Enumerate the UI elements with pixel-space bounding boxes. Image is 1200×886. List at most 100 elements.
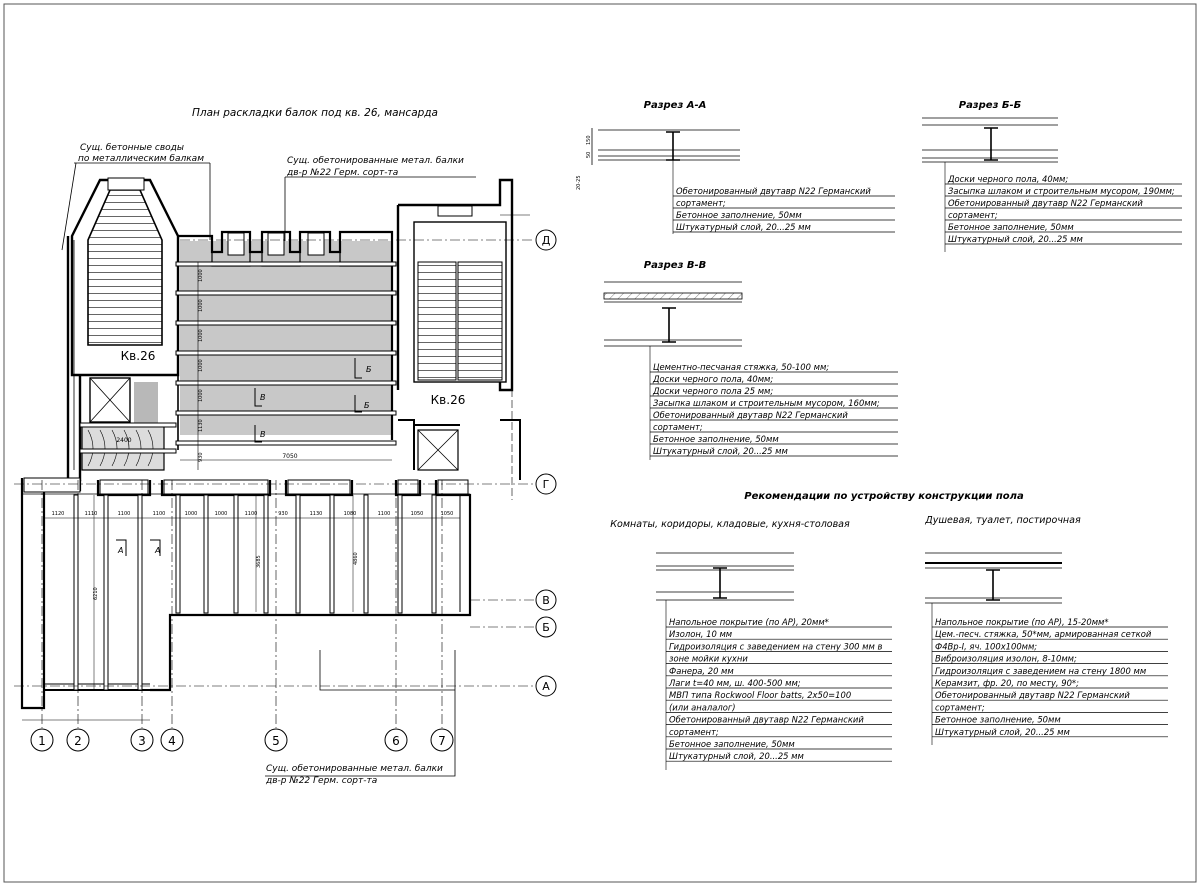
layer-line: Обетонированный двутавр N22 Германский xyxy=(935,690,1130,700)
note-beams-top-line2: дв-р №22 Герм. сорт-та xyxy=(286,168,398,178)
beams-horizontal xyxy=(79,261,397,454)
wet-floor-drawing xyxy=(925,552,1062,604)
layer-line: Штукатурный слой, 20...25 мм xyxy=(676,222,811,232)
note-beams-bottom-line2: дв-р №22 Герм. сорт-та xyxy=(265,776,377,786)
dim-vertical: 1000 xyxy=(198,329,204,342)
dim-bottom: 930 xyxy=(278,511,288,517)
axis-label-7: 7 xyxy=(438,734,446,748)
section-aa-drawing xyxy=(591,128,740,165)
dim-bottom: 1000 xyxy=(215,511,228,517)
layer-line: Обетонированный двутавр N22 Германский xyxy=(948,198,1143,208)
dim-vertical: 930 xyxy=(198,452,204,462)
layer-line: Доски черного пола, 40мм; xyxy=(652,374,773,384)
layer-line: Бетонное заполнение, 50мм xyxy=(669,739,795,749)
section-vv-drawing xyxy=(603,281,743,347)
dim-7050: 7050 xyxy=(282,453,297,460)
section-aa-title: Разрез А-А xyxy=(644,100,707,111)
layer-line: Штукатурный слой, 20...25 мм xyxy=(935,727,1070,737)
layer-line: Ф4Вр-I, яч. 100х100мм; xyxy=(935,641,1037,651)
layer-line: МВП типа Rockwool Floor batts, 2х50=100 xyxy=(669,690,851,700)
axis-label-d: Д xyxy=(542,234,551,247)
layer-line: Бетонное заполнение, 50мм xyxy=(935,715,1061,725)
rooms-floor-layers: Напольное покрытие (по АР), 20мм*Изолон,… xyxy=(666,617,892,762)
section-mark-v: В xyxy=(260,393,266,402)
axis-lines xyxy=(14,239,535,728)
dim-vertical: 1130 xyxy=(198,419,204,432)
room-hatch-area xyxy=(180,241,393,435)
layer-line: Бетонное заполнение, 50мм xyxy=(948,222,1074,232)
axis-label-b: Б xyxy=(542,621,550,634)
apartment-label-left: Кв.26 xyxy=(121,349,156,363)
layer-line: Доски черного пола, 40мм; xyxy=(947,174,1068,184)
layer-line: Обетонированный двутавр N22 Германский xyxy=(653,410,848,420)
wet-title: Душевая, туалет, постирочная xyxy=(924,515,1081,526)
dim-vertical: 1000 xyxy=(198,299,204,312)
layer-line: сортамент; xyxy=(653,422,703,432)
layer-line: Гидроизоляция с заведением на стену 1800… xyxy=(935,666,1146,676)
note-vaults-line2: по металлическим балкам xyxy=(78,154,204,164)
wet-floor-layers: Напольное покрытие (по АР), 15-20мм*Цем.… xyxy=(932,617,1168,738)
dim-bottom: 1000 xyxy=(185,511,198,517)
layer-line: Керамзит, фр. 20, по месту, 90*; xyxy=(935,678,1079,688)
layer-line: Изолон, 10 мм xyxy=(669,629,732,639)
dim-bottom: 1100 xyxy=(378,511,391,517)
layer-line: сортамент; xyxy=(935,702,985,712)
dim-vertical: 1000 xyxy=(198,389,204,402)
dim-bottom: 1100 xyxy=(153,511,166,517)
sheet-frame xyxy=(3,3,1197,883)
dim-3685: 3685 xyxy=(256,555,262,568)
section-mark-b: Б xyxy=(364,401,370,410)
dim-bottom: 1050 xyxy=(441,511,454,517)
layer-line: Засыпка шлаком и строительным мусором, 1… xyxy=(948,186,1175,196)
layer-line: сортамент; xyxy=(676,198,726,208)
rooms-floor-drawing xyxy=(656,552,794,601)
layer-line: Фанера, 20 мм xyxy=(669,666,734,676)
section-mark-v: В xyxy=(260,430,266,439)
note-beams-bottom-line1: Сущ. обетонированные метал. балки xyxy=(266,764,443,774)
section-bb-drawing xyxy=(922,117,1058,163)
layer-line: Штукатурный слой, 20...25 мм xyxy=(653,446,788,456)
section-bb-title: Разрез Б-Б xyxy=(959,100,1022,111)
axis-label-4: 4 xyxy=(168,734,176,748)
layer-line: Засыпка шлаком и строительным мусором, 1… xyxy=(653,398,880,408)
layer-line: Обетонированный двутавр N22 Германский xyxy=(669,715,864,725)
layer-line: Гидроизоляция с заведением на стену 300 … xyxy=(669,641,882,651)
note-vaults-line1: Сущ. бетонные своды xyxy=(80,143,184,153)
dim-bottom: 1100 xyxy=(245,511,258,517)
dim-vertical: 1000 xyxy=(198,359,204,372)
dim-bottom: 1050 xyxy=(411,511,424,517)
layer-line: сортамент; xyxy=(948,210,998,220)
dim-2400: 2400 xyxy=(116,437,131,444)
axis-label-5: 5 xyxy=(272,734,280,748)
dim-bottom: 1100 xyxy=(118,511,131,517)
layer-line: Бетонное заполнение, 50мм xyxy=(653,434,779,444)
beam-layout-plan: План раскладки балок под кв. 26, мансард… xyxy=(14,107,557,786)
layer-line: Виброизоляция изолон, 8-10мм; xyxy=(935,654,1077,664)
beams-vertical xyxy=(73,494,437,691)
layer-line: Штукатурный слой, 20...25 мм xyxy=(669,751,804,761)
small-hatch-area xyxy=(134,382,158,427)
layer-line: Лаги t=40 мм, ш. 400-500 мм; xyxy=(668,678,801,688)
lower-block-walls xyxy=(20,478,472,710)
section-mark-b: Б xyxy=(366,365,372,374)
axis-label-6: 6 xyxy=(392,734,400,748)
layer-line: Доски черного пола 25 мм; xyxy=(652,386,773,396)
layer-line: зоне мойки кухни xyxy=(669,654,748,664)
section-aa-layers: Обетонированный двутавр N22 Германскийсо… xyxy=(673,186,895,233)
note-beams-top-line1: Сущ. обетонированные метал. балки xyxy=(287,156,464,166)
layer-line: Цементно-песчаная стяжка, 50-100 мм; xyxy=(653,362,829,372)
section-aa-dim: 20-25 xyxy=(576,175,582,190)
axis-bubbles-horizontal xyxy=(535,229,557,697)
section-mark-a: А xyxy=(154,546,160,555)
axis-label-2: 2 xyxy=(74,734,82,748)
section-aa-dim: 150 xyxy=(586,135,592,145)
section-aa-dim: 50 xyxy=(586,152,592,158)
layer-line: Штукатурный слой, 20...25 мм xyxy=(948,234,1083,244)
layer-line: Напольное покрытие (по АР), 15-20мм* xyxy=(935,617,1109,627)
dim-bottom: 1130 xyxy=(310,511,323,517)
dim-bottom: 1110 xyxy=(85,511,98,517)
dim-bottom: 1120 xyxy=(52,511,65,517)
section-vv-layers: Цементно-песчаная стяжка, 50-100 мм; Доск… xyxy=(650,362,898,457)
dim-6210: 6210 xyxy=(93,587,99,600)
